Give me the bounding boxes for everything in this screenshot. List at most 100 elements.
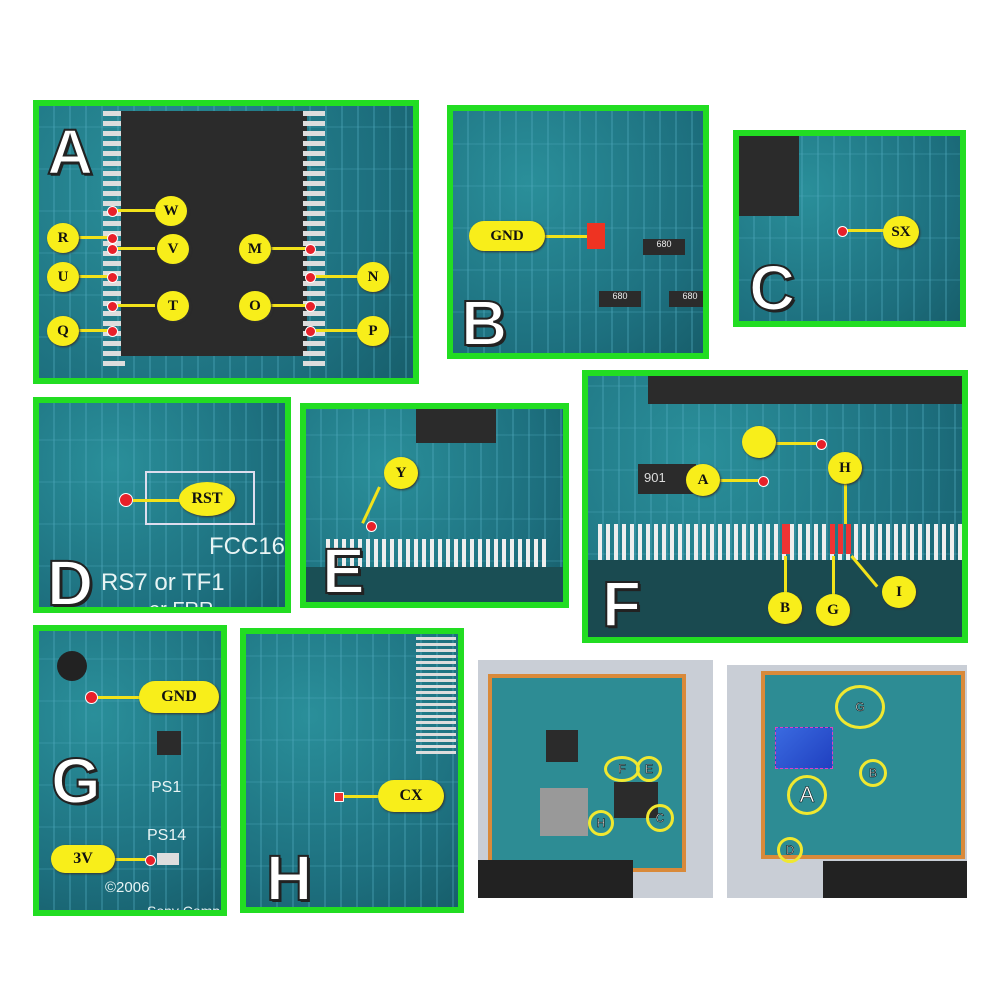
connector-pins bbox=[326, 539, 546, 567]
panel-h: CX H bbox=[240, 628, 464, 913]
label-gnd: GND bbox=[469, 221, 545, 251]
heatsink bbox=[540, 788, 588, 836]
overview-board-left: F E H C bbox=[478, 660, 713, 898]
label-v: V bbox=[157, 234, 189, 264]
panel-letter: H bbox=[265, 842, 313, 913]
panel-f: 901 A H B G I F bbox=[582, 370, 968, 643]
panel-d: RST FCC16 RS7 or TF1 or FRR D bbox=[33, 397, 291, 613]
label-i: I bbox=[882, 576, 916, 608]
silkscreen-text: PS14 bbox=[147, 827, 187, 844]
panel-e: Y E bbox=[300, 403, 569, 608]
label-3v: 3V bbox=[51, 845, 115, 873]
connector-pins bbox=[598, 524, 962, 560]
connector bbox=[478, 860, 633, 898]
arrow bbox=[342, 795, 382, 798]
label-h: H bbox=[828, 452, 862, 484]
panel-letter: A bbox=[46, 116, 94, 188]
panel-letter: B bbox=[460, 287, 508, 359]
test-point bbox=[816, 439, 827, 450]
panel-letter: G bbox=[50, 745, 102, 817]
arrow bbox=[720, 479, 760, 482]
test-point bbox=[107, 244, 118, 255]
arrow bbox=[271, 304, 307, 307]
label-cx: CX bbox=[378, 780, 444, 812]
marker-e: E bbox=[636, 756, 662, 782]
panel-b: GND 680 680 680 B bbox=[447, 105, 709, 359]
test-point bbox=[366, 521, 377, 532]
arrow bbox=[133, 499, 183, 502]
connector bbox=[823, 861, 967, 898]
label-n: N bbox=[357, 262, 389, 292]
arrow bbox=[545, 235, 591, 238]
screw-hole bbox=[57, 651, 87, 681]
arrow bbox=[845, 229, 885, 232]
test-point bbox=[107, 272, 118, 283]
label-p: P bbox=[357, 316, 389, 346]
arrow bbox=[776, 442, 818, 445]
silkscreen-box bbox=[145, 471, 255, 525]
label-rst: RST bbox=[179, 482, 235, 516]
arrow bbox=[313, 275, 361, 278]
unlabeled-marker bbox=[742, 426, 776, 458]
marker-b: B bbox=[859, 759, 887, 787]
arrow bbox=[115, 304, 155, 307]
connector-pins bbox=[416, 634, 456, 754]
test-pin bbox=[782, 524, 790, 554]
ic-chip bbox=[416, 409, 496, 443]
label-t: T bbox=[157, 291, 189, 321]
overview-board-right: G B A D bbox=[727, 665, 967, 898]
silkscreen-text: FCC16 bbox=[209, 533, 286, 560]
arrow bbox=[271, 247, 307, 250]
marker-a: A bbox=[787, 775, 827, 815]
test-point bbox=[837, 226, 848, 237]
arrow bbox=[784, 556, 787, 596]
arrow bbox=[844, 484, 847, 524]
test-point bbox=[119, 493, 133, 507]
arrow bbox=[79, 329, 109, 332]
arrow bbox=[97, 696, 147, 699]
label-m: M bbox=[239, 234, 271, 264]
label-o: O bbox=[239, 291, 271, 321]
arrow bbox=[115, 209, 155, 212]
silkscreen-text: Sony Comp bbox=[147, 903, 221, 916]
marker-d: D bbox=[777, 837, 803, 863]
silkscreen-text: RS7 or TF1 bbox=[101, 569, 225, 596]
label-a: A bbox=[686, 464, 720, 496]
arrow bbox=[832, 556, 835, 596]
test-point bbox=[334, 792, 344, 802]
silkscreen-text: ©2006 bbox=[105, 879, 150, 896]
arrow bbox=[115, 858, 147, 861]
arrow bbox=[79, 236, 109, 239]
label-y: Y bbox=[384, 457, 418, 489]
test-point bbox=[107, 206, 118, 217]
test-point bbox=[107, 326, 118, 337]
test-point bbox=[85, 691, 98, 704]
silkscreen-text: PS1 bbox=[151, 779, 182, 796]
test-point bbox=[758, 476, 769, 487]
resistor-array: 680 bbox=[599, 291, 641, 307]
arrow bbox=[361, 486, 381, 524]
arrow bbox=[115, 247, 155, 250]
ic-chip bbox=[739, 136, 799, 216]
ic-chip bbox=[546, 730, 578, 762]
panel-letter: E bbox=[321, 535, 366, 607]
marker-f: F bbox=[604, 756, 640, 782]
test-point bbox=[107, 301, 118, 312]
label-q: Q bbox=[47, 316, 79, 346]
panel-g: GND G PS1 PS14 3V ©2006 Sony Comp bbox=[33, 625, 227, 916]
silkscreen-text: or FRR bbox=[149, 599, 214, 613]
resistor bbox=[157, 853, 179, 865]
label-w: W bbox=[155, 196, 187, 226]
highlight-chip bbox=[775, 727, 833, 769]
gnd-pad bbox=[587, 223, 605, 249]
label-g: G bbox=[816, 594, 850, 626]
marker-h: H bbox=[588, 810, 614, 836]
test-point bbox=[305, 272, 316, 283]
label-b: B bbox=[768, 592, 802, 624]
panel-letter: F bbox=[601, 568, 642, 640]
test-pins bbox=[830, 524, 852, 554]
label-r: R bbox=[47, 223, 79, 253]
marker-c: C bbox=[646, 804, 674, 832]
panel-letter: C bbox=[748, 252, 796, 324]
label-gnd: GND bbox=[139, 681, 219, 713]
